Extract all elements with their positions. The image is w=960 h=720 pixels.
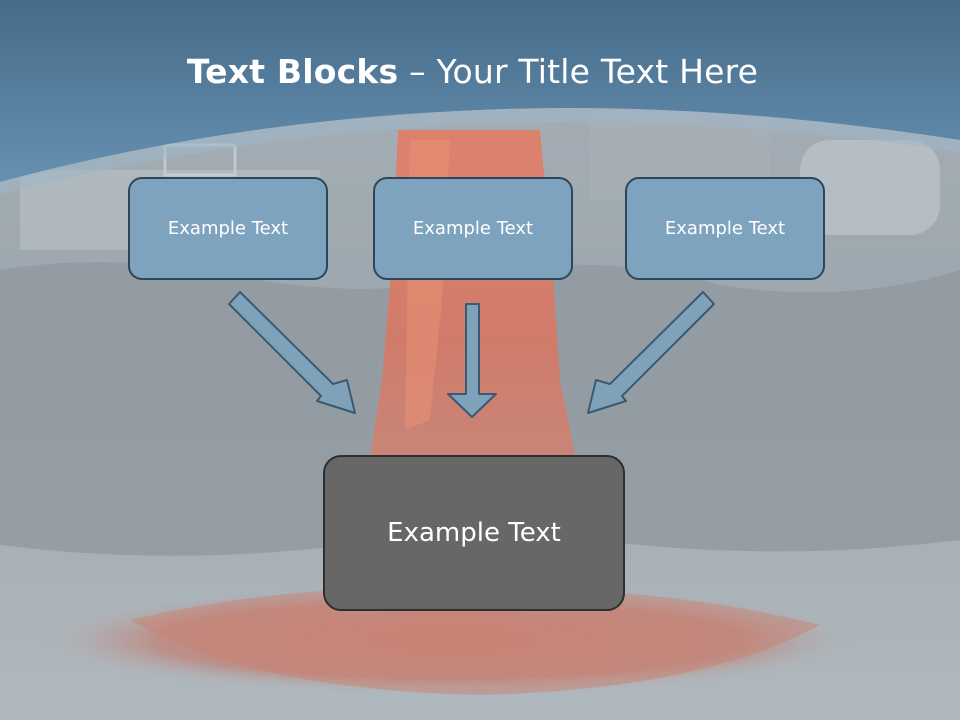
slide-title: Text Blocks – Your Title Text Here <box>0 52 945 91</box>
text-block-left: Example Text <box>128 177 328 280</box>
text-block-center: Example Text <box>373 177 573 280</box>
title-rest: Your Title Text Here <box>436 52 759 91</box>
arrow-right-diagonal <box>587 291 715 414</box>
text-block-center-label: Example Text <box>412 218 534 239</box>
arrow-center-down <box>447 303 497 418</box>
title-bold: Text Blocks <box>186 52 399 91</box>
text-block-right: Example Text <box>625 177 825 280</box>
arrow-left-diagonal <box>228 291 356 414</box>
target-text-block: Example Text <box>323 455 625 611</box>
title-dash: – <box>398 52 437 91</box>
target-text-block-label: Example Text <box>387 518 561 548</box>
text-block-right-label: Example Text <box>664 218 786 239</box>
text-block-left-label: Example Text <box>167 218 289 239</box>
